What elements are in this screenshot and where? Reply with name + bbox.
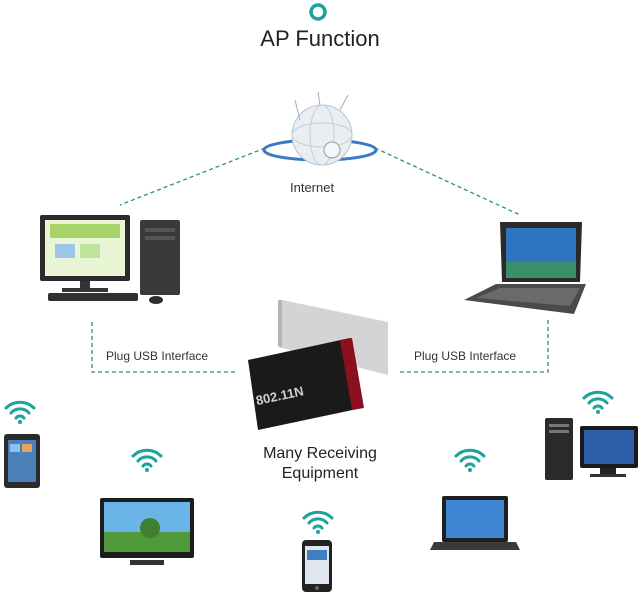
wifi-icon xyxy=(131,448,163,472)
connection-lines xyxy=(91,147,549,373)
internet-label: Internet xyxy=(290,180,335,195)
plug-usb-label-left: Plug USB Interface xyxy=(106,349,209,363)
desktop-pc-icon xyxy=(40,215,180,304)
center-label-line2: Equipment xyxy=(281,465,359,482)
plug-usb-label-right: Plug USB Interface xyxy=(414,349,517,363)
tv-icon xyxy=(100,498,194,565)
phone-icon xyxy=(302,540,332,592)
ring-icon xyxy=(309,3,327,21)
wifi-icon xyxy=(582,390,614,414)
laptop-icon xyxy=(464,222,586,314)
page-title: AP Function xyxy=(260,26,380,51)
center-label: Many Receiving Equipment xyxy=(240,444,400,484)
wifi-icon xyxy=(302,510,334,534)
tower-pc-icon xyxy=(545,418,638,480)
wifi-icon xyxy=(454,448,486,472)
tablet-icon xyxy=(4,434,40,488)
center-label-line1: Many Receiving xyxy=(263,445,377,462)
small-laptop-icon xyxy=(430,496,520,550)
usb-adapter-icon: 802.11N xyxy=(248,300,388,430)
wifi-icon xyxy=(4,400,36,424)
globe-icon xyxy=(262,91,378,166)
